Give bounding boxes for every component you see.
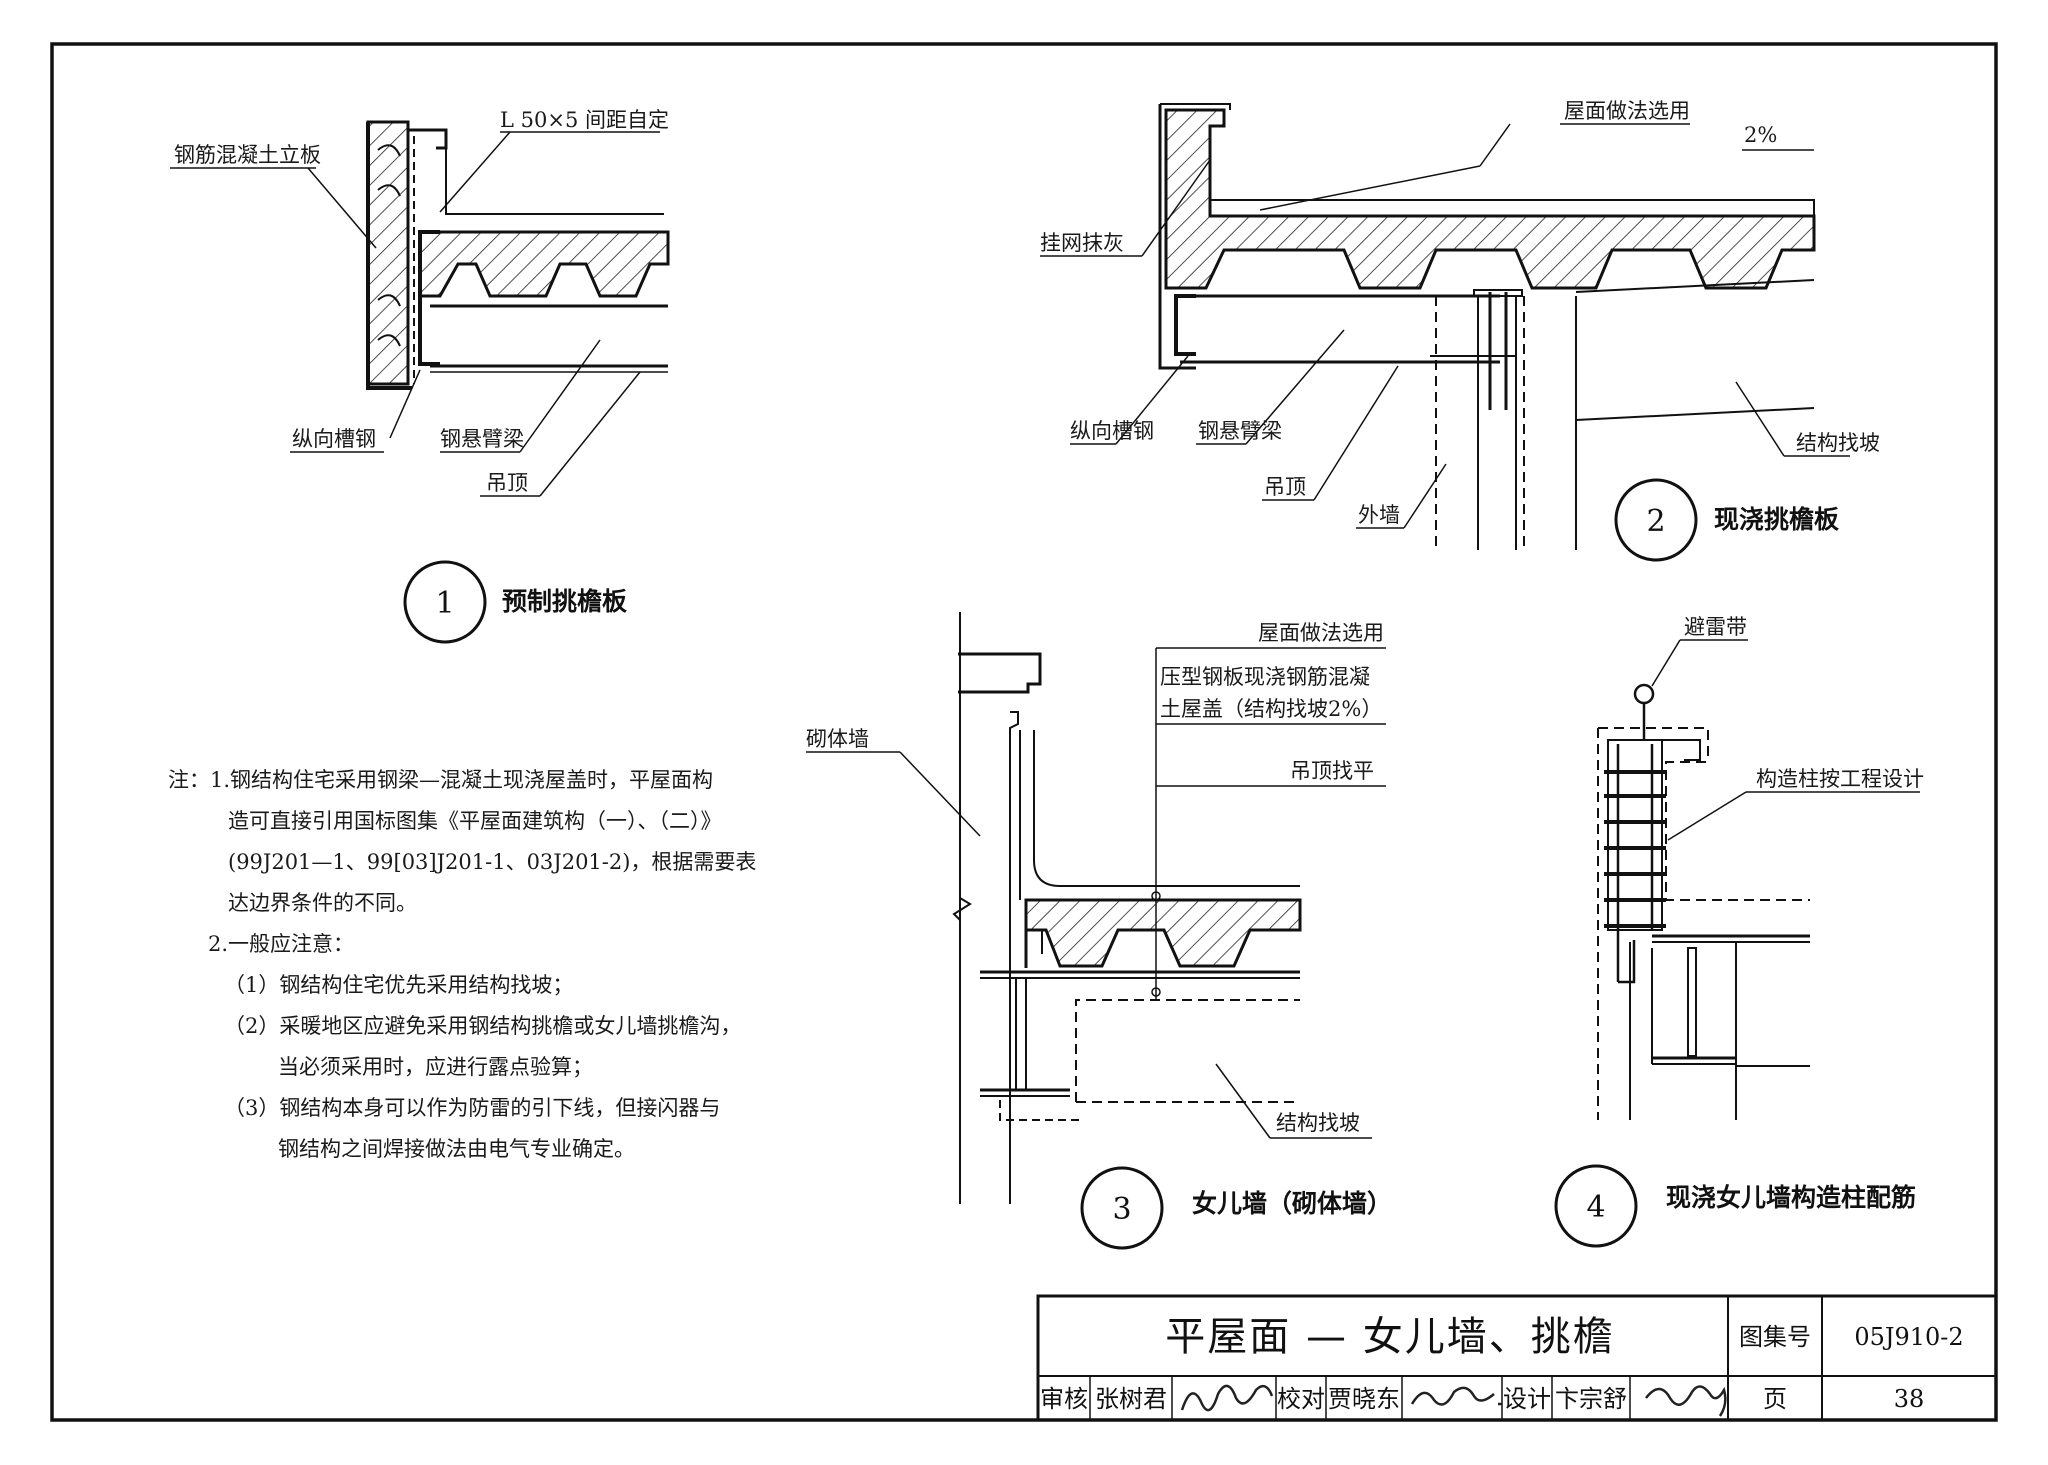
detail-3-drawing [806, 612, 1386, 1204]
notes-block: 注：1.钢结构住宅采用钢梁—混凝土现浇屋盖时，平屋面构 造可直接引用国标图集《平… [168, 760, 808, 1170]
label-ceiling-1: 吊顶 [486, 471, 528, 495]
title-block [1036, 1294, 1998, 1422]
detail-1-drawing [170, 120, 670, 497]
designer-signature [1645, 1385, 1727, 1417]
label-roof-3: 屋面做法选用 [1258, 621, 1384, 645]
label-beam-2: 钢悬臂梁 [1198, 419, 1282, 443]
label-ceiling-2: 吊顶 [1264, 475, 1306, 499]
label-channel-1: 纵向槽钢 [292, 427, 376, 451]
detail-3-number: 3 [1112, 1192, 1131, 1227]
design-label: 设计 [1503, 1385, 1551, 1413]
label-lightning-strip: 避雷带 [1684, 615, 1747, 639]
label-slope-2: 2% [1744, 123, 1777, 147]
note-line: （1）钢结构住宅优先采用结构找坡； [224, 973, 574, 997]
label-deck-line-1: 压型钢板现浇钢筋混凝 [1160, 665, 1370, 689]
label-structural-slope-3: 结构找坡 [1276, 1111, 1360, 1135]
label-column-design: 构造柱按工程设计 [1756, 767, 1924, 791]
detail-4-number-circle [1554, 1164, 1638, 1248]
check-label: 校对 [1277, 1385, 1325, 1413]
note-line: 造可直接引用国标图集《平屋面建筑构（一）、（二）》 [228, 809, 722, 833]
label-roof-2: 屋面做法选用 [1564, 99, 1690, 123]
note-line: 2.一般应注意： [208, 932, 355, 956]
label-deck-line-2: 土屋盖（结构找坡2%） [1160, 697, 1382, 721]
page-number: 38 [1894, 1385, 1925, 1413]
label-rc-panel: 钢筋混凝土立板 [174, 143, 321, 167]
detail-3-number-circle [1080, 1166, 1164, 1250]
detail-4-number: 4 [1586, 1190, 1605, 1225]
detail-2-drawing [1040, 103, 1850, 550]
review-label: 审核 [1040, 1385, 1088, 1413]
detail-1-number-circle [403, 560, 487, 644]
note-line: 钢结构之间焊接做法由电气专业确定。 [278, 1137, 635, 1161]
reviewer-signature [1180, 1384, 1274, 1412]
drawing-title: 平屋面 — 女儿墙、挑檐 [1165, 1314, 1614, 1360]
detail-2-number-circle [1614, 478, 1698, 562]
detail-4-drawing [1597, 639, 1920, 1120]
sheet-border [50, 42, 1998, 1422]
detail-1-number: 1 [435, 586, 454, 621]
atlas-no-value: 05J910-2 [1854, 1323, 1963, 1351]
label-beam-1: 钢悬臂梁 [440, 427, 524, 451]
checker-signature [1410, 1386, 1502, 1406]
label-angle-steel: L 50×5 间距自定 [500, 108, 669, 132]
label-mesh-plaster: 挂网抹灰 [1040, 231, 1124, 255]
note-line: 当必须采用时，应进行露点验算； [278, 1055, 593, 1079]
label-channel-2: 纵向槽钢 [1070, 419, 1154, 443]
label-structural-slope-2: 结构找坡 [1796, 431, 1880, 455]
designer-name: 卞宗舒 [1555, 1385, 1627, 1413]
label-ceiling-level: 吊顶找平 [1290, 759, 1374, 783]
checker-name: 贾晓东 [1328, 1385, 1400, 1413]
note-line: （2）采暖地区应避免采用钢结构挑檐或女儿墙挑檐沟， [224, 1014, 742, 1038]
detail-1-title: 预制挑檐板 [502, 587, 627, 616]
detail-2-title: 现浇挑檐板 [1714, 505, 1839, 534]
note-line: 注：1.钢结构住宅采用钢梁—混凝土现浇屋盖时，平屋面构 [168, 768, 714, 792]
note-line: (99J201—1、99[03]J201-1、03J201-2)，根据需要表 [228, 850, 757, 874]
note-line: 达边界条件的不同。 [228, 891, 417, 915]
label-masonry-wall: 砌体墙 [806, 727, 869, 751]
note-line: （3）钢结构本身可以作为防雷的引下线，但接闪器与 [224, 1096, 721, 1120]
detail-3-title: 女儿墙（砌体墙） [1192, 1189, 1392, 1218]
reviewer-name: 张树君 [1095, 1385, 1167, 1413]
atlas-no-label: 图集号 [1739, 1323, 1811, 1351]
detail-2-number: 2 [1646, 504, 1665, 539]
label-external-wall: 外墙 [1358, 503, 1400, 527]
detail-4-title: 现浇女儿墙构造柱配筋 [1666, 1183, 1916, 1212]
page-label: 页 [1763, 1385, 1787, 1413]
